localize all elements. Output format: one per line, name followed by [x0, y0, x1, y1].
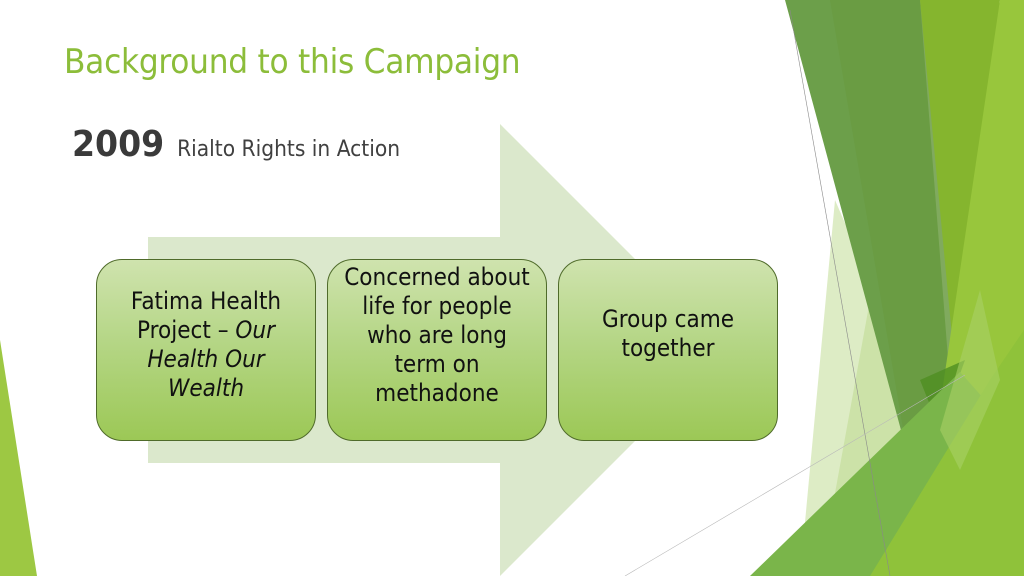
process-step-2: Concerned about life for people who are … [327, 259, 547, 441]
step-1-italic: Our Health Our Wealth [147, 316, 276, 402]
right-facet-dark2 [830, 0, 960, 440]
year-label: 2009 [72, 124, 165, 165]
right-facet-sheen [940, 290, 1000, 470]
slide-title: Background to this Campaign [64, 42, 521, 82]
slide-subtitle: 2009 Rialto Rights in Action [72, 124, 400, 165]
process-step-1-text: Fatima Health Project – Our Health Our W… [108, 287, 304, 403]
step-1-plain: Fatima Health Project – [130, 287, 282, 344]
process-step-3-text: Group came together [601, 305, 735, 362]
left-green-sliver [0, 340, 37, 576]
thin-line-1 [789, 9, 891, 576]
process-step-2-text: Concerned about life for people who are … [344, 262, 530, 407]
process-step-3: Group came together [558, 259, 778, 441]
thin-line-2 [624, 374, 966, 576]
process-step-1: Fatima Health Project – Our Health Our W… [96, 259, 316, 441]
right-facet-mid [920, 0, 1000, 420]
subtitle-text: Rialto Rights in Action [177, 137, 401, 162]
